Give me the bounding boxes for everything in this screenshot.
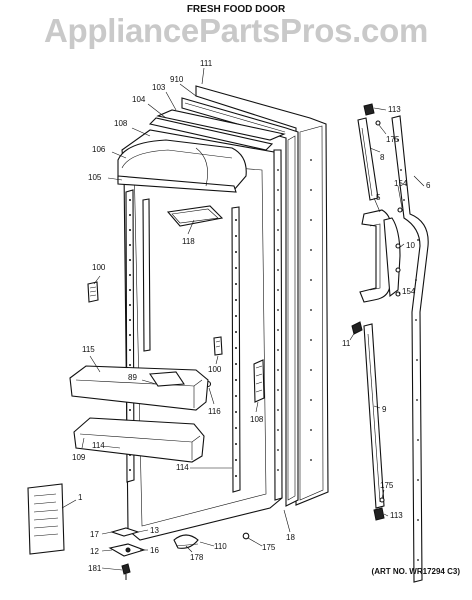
callout-910: 910 bbox=[170, 75, 184, 84]
callout-114-right: 114 bbox=[176, 463, 189, 472]
callout-11: 11 bbox=[342, 339, 351, 348]
door-gasket-frame bbox=[181, 97, 299, 507]
callout-8: 8 bbox=[380, 153, 385, 162]
callout-10: 10 bbox=[406, 241, 415, 250]
callout-154-bottom: 154 bbox=[402, 287, 416, 296]
door-stop-108 bbox=[253, 359, 265, 403]
end-cap-113-bottom bbox=[373, 507, 385, 521]
callout-100-left: 100 bbox=[92, 263, 106, 272]
callout-175-bottom-right: 175 bbox=[380, 481, 394, 490]
callout-13: 13 bbox=[150, 526, 159, 535]
small-shelf-118 bbox=[166, 205, 224, 227]
callout-16: 16 bbox=[150, 546, 159, 555]
callout-178: 178 bbox=[190, 553, 204, 562]
callout-181: 181 bbox=[88, 564, 102, 573]
instruction-card-1 bbox=[27, 483, 65, 555]
callout-105: 105 bbox=[88, 173, 102, 182]
dairy-compartment-door bbox=[117, 139, 247, 193]
callout-103: 103 bbox=[152, 83, 166, 92]
leader-lines bbox=[61, 67, 425, 571]
callout-111: 111 bbox=[200, 59, 213, 68]
shelf-clip-100 bbox=[87, 281, 99, 303]
callout-labels: 111 910 103 104 108 106 105 118 100 115 … bbox=[72, 59, 431, 573]
callout-175-bottom-left: 175 bbox=[262, 543, 276, 552]
callout-109: 109 bbox=[72, 453, 86, 462]
callout-113-top: 113 bbox=[388, 105, 401, 114]
bumper-11 bbox=[351, 321, 363, 335]
callout-108-top: 108 bbox=[114, 119, 128, 128]
hinge-cap-178 bbox=[173, 534, 199, 549]
inner-door-liner bbox=[121, 129, 283, 541]
callout-113-bottom: 113 bbox=[390, 511, 403, 520]
callout-114-left: 114 bbox=[92, 441, 105, 450]
callout-106: 106 bbox=[92, 145, 106, 154]
callout-6: 6 bbox=[426, 181, 431, 190]
callout-154-top: 154 bbox=[394, 179, 408, 188]
end-cap-113-top bbox=[363, 103, 375, 116]
callout-116: 116 bbox=[208, 407, 221, 416]
top-breaker-strip bbox=[148, 109, 286, 151]
screw-175 bbox=[242, 532, 250, 540]
callout-110: 110 bbox=[214, 542, 227, 551]
upper-door-shelf-115 bbox=[69, 365, 209, 411]
callout-12: 12 bbox=[90, 547, 99, 556]
callout-175-top: 175 bbox=[386, 135, 400, 144]
art-number: (ART NO. WR17294 C3) bbox=[372, 567, 461, 576]
screw-175-top bbox=[375, 120, 381, 126]
callout-108-bottom: 108 bbox=[250, 415, 264, 424]
callout-1: 1 bbox=[78, 493, 83, 502]
callout-100-right: 100 bbox=[208, 365, 222, 374]
handle-grip-10 bbox=[383, 217, 401, 298]
outer-door-panel bbox=[195, 85, 329, 506]
trim-strip-8 bbox=[357, 117, 379, 201]
screw-175-bottom bbox=[379, 497, 385, 503]
callout-5: 5 bbox=[376, 193, 381, 202]
callout-9: 9 bbox=[382, 405, 387, 414]
callout-104: 104 bbox=[132, 95, 146, 104]
screws-154 bbox=[395, 207, 403, 297]
gasket-strip-6 bbox=[391, 115, 429, 583]
diagram-heading: FRESH FOOD DOOR bbox=[187, 4, 286, 15]
callout-18: 18 bbox=[286, 533, 295, 542]
callout-118: 118 bbox=[182, 237, 195, 246]
callout-17: 17 bbox=[90, 530, 99, 539]
callout-115: 115 bbox=[82, 345, 95, 354]
shelf-clip-100-right bbox=[213, 336, 223, 356]
callout-89: 89 bbox=[128, 373, 137, 382]
trim-strip-9 bbox=[363, 323, 385, 509]
lower-door-shelf-109 bbox=[73, 417, 205, 463]
watermark-text: AppliancePartsPros.com bbox=[44, 12, 428, 49]
